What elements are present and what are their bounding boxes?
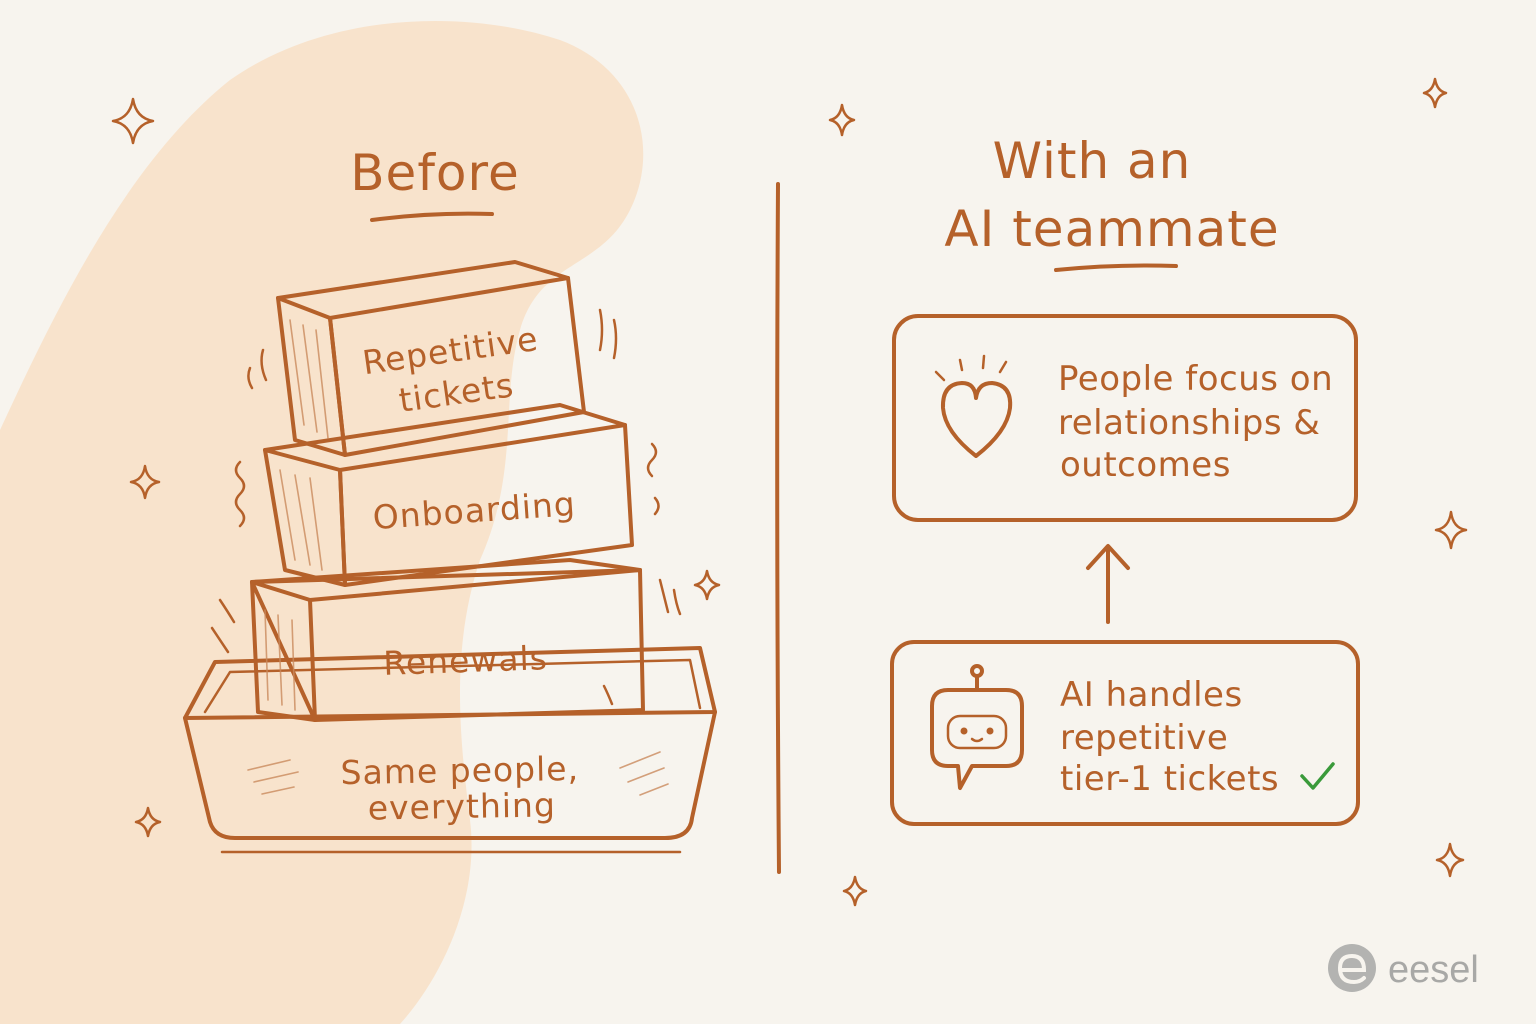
sparkle-icon <box>1435 842 1465 878</box>
wobble-marks <box>210 308 682 706</box>
outcome-card-line1: People focus on <box>1058 359 1333 399</box>
heart-icon <box>934 354 1013 458</box>
eesel-logo: eesel <box>1328 944 1479 992</box>
background-blob <box>0 20 644 1024</box>
title-underline <box>1054 263 1178 272</box>
before-title: Before <box>350 144 519 202</box>
tray-label-line1: Same people, <box>340 749 579 792</box>
title-underline <box>370 211 494 222</box>
block-onboarding <box>263 403 634 587</box>
divider <box>775 182 781 874</box>
block-repetitive-tickets <box>276 260 586 457</box>
sparkle-icon <box>1434 510 1468 550</box>
ai-card <box>890 640 1360 826</box>
block-renewals-label: Renewals <box>383 638 549 683</box>
sparkle-icon <box>111 97 155 145</box>
brand-name: eesel <box>1388 949 1479 991</box>
ai-card-line2: repetitive <box>1060 718 1228 758</box>
sparkle-icon <box>828 103 856 137</box>
sparkle-icon <box>693 569 721 601</box>
ai-card-line3: tier-1 tickets <box>1060 759 1279 799</box>
check-icon <box>1300 762 1335 790</box>
block-renewals <box>250 558 645 722</box>
outcome-card-line2: relationships & <box>1058 403 1320 443</box>
after-title-line1: With an <box>993 132 1192 190</box>
outcome-card-line3: outcomes <box>1060 445 1231 485</box>
ai-card-line1: AI handles <box>1060 675 1243 715</box>
after-title-line2: AI teammate <box>944 200 1279 258</box>
robot-chat-icon <box>930 664 1024 790</box>
sparkle-icon <box>842 875 868 907</box>
sparkle-icon <box>129 464 161 500</box>
outcome-card <box>892 314 1358 522</box>
sparkle-icon <box>134 806 162 838</box>
sparkle-icon <box>1422 77 1448 109</box>
tray-label-line2: everything <box>367 785 556 827</box>
arrow-up-icon <box>1086 544 1130 624</box>
